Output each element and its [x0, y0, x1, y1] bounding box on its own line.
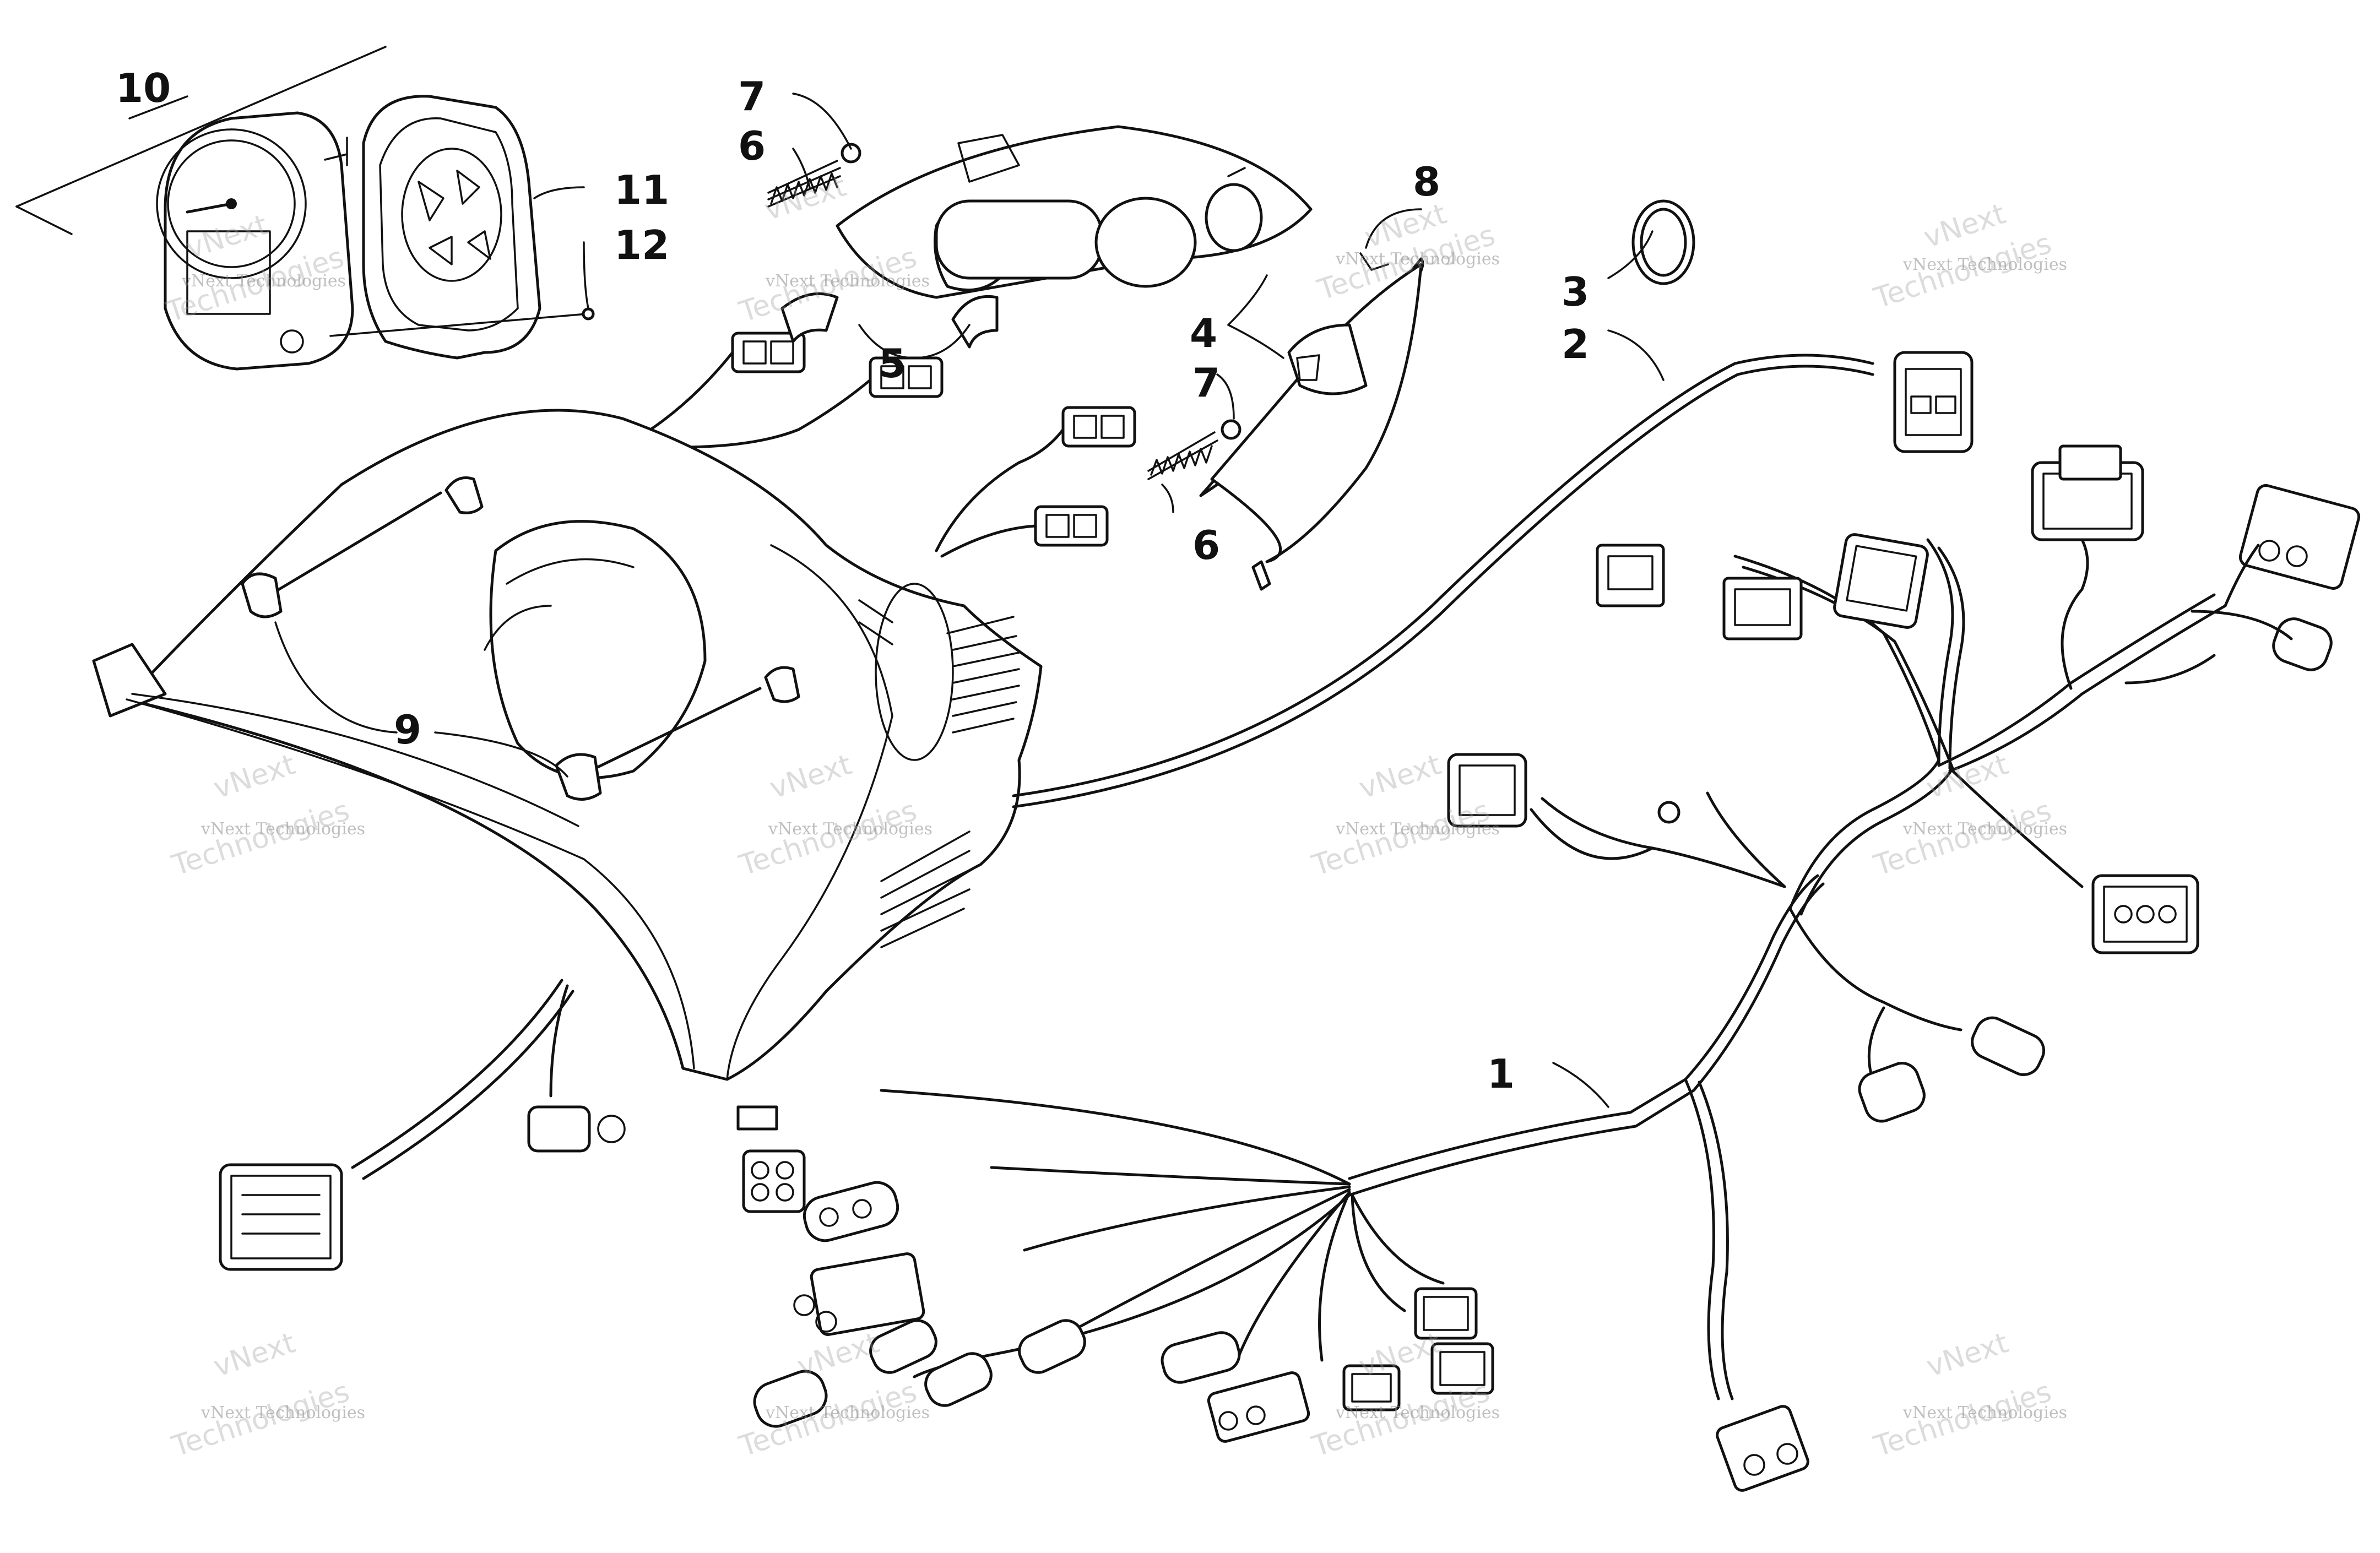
svg-text:vNext Technologies: vNext Technologies: [1902, 1403, 2067, 1422]
svg-text:vNext Technologies: vNext Technologies: [1902, 255, 2067, 274]
svg-text:vNext Technologies: vNext Technologies: [1335, 1403, 1500, 1422]
harness-2: [1012, 351, 1974, 808]
callout-7-upper: 7: [738, 73, 766, 120]
connector-f: [924, 1352, 993, 1407]
watermark-3: vNext vNext Technologies Technologies: [1314, 197, 1500, 307]
callout-4: 4: [1190, 310, 1217, 356]
connector-upper-3: [1833, 533, 1929, 629]
svg-text:vNext: vNext: [760, 170, 850, 227]
connector-g: [1018, 1319, 1086, 1374]
callout-5: 5: [879, 340, 906, 387]
connector-left-mid: [1447, 753, 1527, 828]
callout-6-lower: 6: [1192, 522, 1220, 568]
svg-text:vNext: vNext: [1922, 748, 2012, 805]
headlight-connector-1: [731, 332, 806, 373]
callout-11: 11: [614, 167, 669, 213]
watermark-5: vNext vNext Technologies Technologies: [168, 748, 365, 882]
speedometer-gauge: [156, 111, 354, 371]
svg-text:vNext Technologies: vNext Technologies: [200, 819, 365, 839]
connector-upper-2: [1722, 577, 1803, 640]
callout-7-lower: 7: [1192, 360, 1220, 406]
connector-d: [793, 1252, 925, 1336]
svg-text:vNext: vNext: [209, 748, 299, 805]
headlight-connector-2: [869, 356, 944, 398]
ring-clamp: [1631, 199, 1695, 285]
watermark-4: vNext vNext Technologies Technologies: [1870, 197, 2067, 315]
harness-left-plug: [219, 979, 626, 1271]
spring-upper: [767, 160, 841, 208]
connector-i: [1207, 1371, 1310, 1443]
svg-text:vNext: vNext: [1355, 748, 1445, 805]
svg-text:vNext Technologies: vNext Technologies: [1335, 819, 1500, 839]
watermark-8: vNext vNext Technologies Technologies: [1870, 748, 2067, 882]
svg-text:vNext: vNext: [209, 1326, 299, 1383]
connector-e: [869, 1319, 937, 1374]
watermark-12: vNext vNext Technologies Technologies: [1870, 1326, 2067, 1463]
connector-m: [1430, 1342, 1494, 1395]
callout-8: 8: [1413, 159, 1440, 205]
watermark-9: vNext vNext Technologies Technologies: [168, 1326, 365, 1463]
hood-nacelle: [92, 409, 1043, 1081]
spring-lower: [1147, 431, 1218, 480]
svg-text:vNext Technologies: vNext Technologies: [1335, 249, 1500, 269]
svg-text:vNext: vNext: [793, 1326, 883, 1383]
callout-2: 2: [1562, 321, 1589, 367]
headlight-housing-upper: [836, 125, 1313, 299]
connector-a: [736, 1105, 778, 1131]
connector-upper-5: [2238, 484, 2361, 590]
callout-1: 1: [1487, 1051, 1515, 1097]
gauge-back-cover: [362, 95, 541, 360]
connector-right-mid: [2091, 874, 2199, 954]
headlight-connector-4: [1034, 505, 1109, 547]
connector-upper-6: [2272, 617, 2333, 671]
connector-h: [1161, 1331, 1241, 1384]
leader-lines: [274, 93, 1665, 1108]
bolt-upper: [241, 476, 484, 618]
connector-c: [803, 1181, 899, 1242]
svg-text:vNext Technologies: vNext Technologies: [765, 1403, 930, 1422]
connector-b: [742, 1149, 806, 1213]
svg-text:vNext Technologies: vNext Technologies: [181, 271, 346, 291]
callout-9: 9: [394, 707, 421, 753]
connector-j: [753, 1370, 828, 1428]
svg-text:vNext Technologies: vNext Technologies: [1902, 819, 2067, 839]
connector-l: [1414, 1287, 1478, 1340]
svg-text:vNext Technologies: vNext Technologies: [200, 1403, 365, 1422]
svg-text:vNext Technologies: vNext Technologies: [765, 271, 930, 291]
connector-upper-4: [2031, 444, 2144, 541]
callout-10: 10: [116, 65, 171, 111]
headlight-housing-lower: [1199, 252, 1424, 591]
callout-3: 3: [1562, 269, 1589, 315]
connector-k: [1342, 1364, 1401, 1411]
svg-text:vNext Technologies: vNext Technologies: [768, 819, 933, 839]
svg-text:vNext: vNext: [1922, 1326, 2012, 1383]
headlight-connector-3: [1061, 406, 1136, 448]
bolt-lower: [555, 666, 800, 801]
callout-12: 12: [614, 222, 669, 268]
callout-6-upper: 6: [738, 123, 766, 169]
connector-upper-1: [1596, 544, 1665, 607]
